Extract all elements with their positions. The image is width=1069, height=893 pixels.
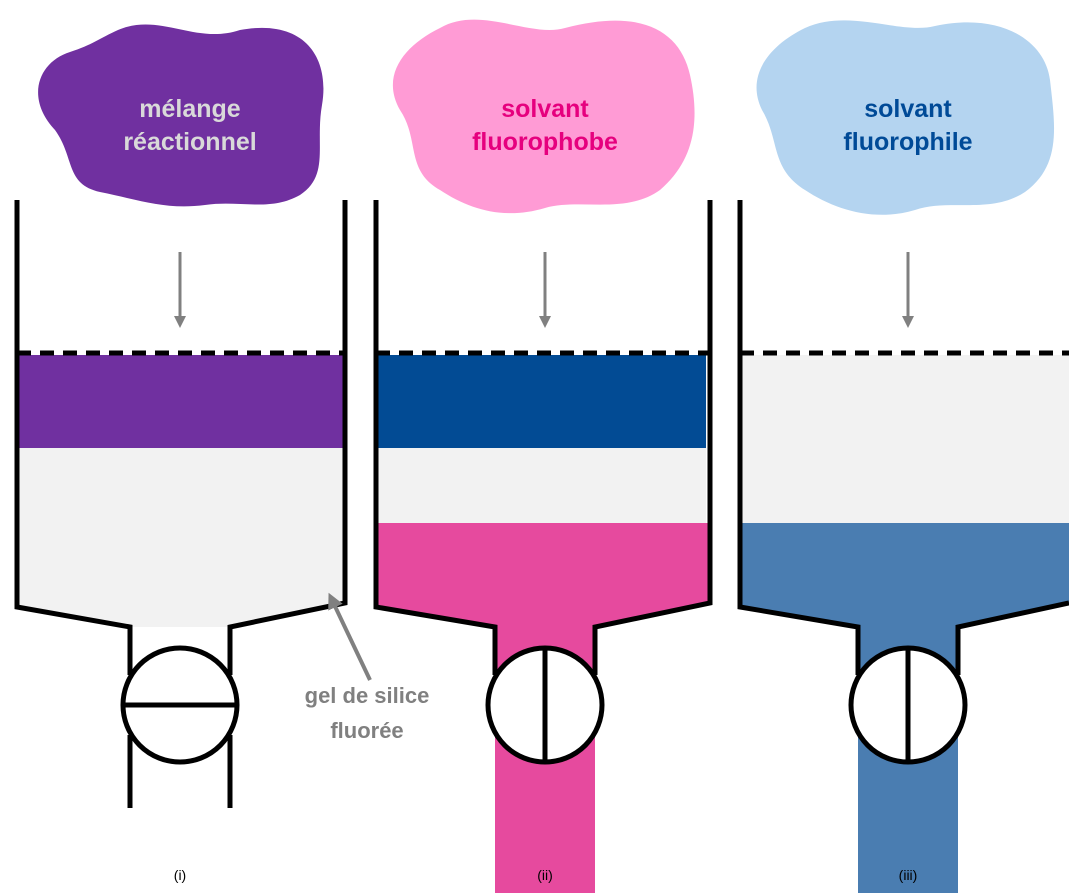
blob-label-line-1: mélange bbox=[139, 95, 241, 123]
caption-ii: (ii) bbox=[537, 867, 553, 883]
panel-iii: solvant fluorophile (iii) bbox=[737, 20, 1069, 893]
blob-label-line-1: solvant bbox=[501, 95, 589, 123]
blob-label-line-1: solvant bbox=[864, 95, 952, 123]
blob-label-line-2: fluorophobe bbox=[472, 128, 618, 156]
annotation-arrow bbox=[328, 592, 372, 681]
reaction-mixture-band bbox=[17, 355, 345, 448]
fluorophobe-solvent-blob bbox=[392, 19, 695, 214]
annotation-line-2: fluorée bbox=[330, 718, 403, 743]
caption-i: (i) bbox=[174, 867, 186, 883]
column-outline bbox=[373, 200, 713, 675]
silica-gel-bed bbox=[376, 448, 706, 523]
silica-gel-bed bbox=[17, 448, 345, 627]
blob-label-line-2: fluorophile bbox=[843, 128, 972, 156]
reaction-mixture-blob bbox=[38, 24, 324, 207]
non-fluorous-band bbox=[376, 355, 706, 448]
panel-ii: solvant fluorophobe (ii) bbox=[373, 19, 713, 893]
annotation-line-1: gel de silice bbox=[305, 683, 430, 708]
panel-i: mélange réactionnel gel de silice fluoré… bbox=[14, 24, 430, 883]
column-outline bbox=[737, 200, 1069, 675]
caption-iii: (iii) bbox=[899, 867, 918, 883]
blob-label-line-2: réactionnel bbox=[123, 128, 256, 156]
fluorophile-solvent-blob bbox=[756, 20, 1055, 215]
column-outline bbox=[14, 200, 348, 808]
silica-gel-bed bbox=[740, 355, 1069, 523]
